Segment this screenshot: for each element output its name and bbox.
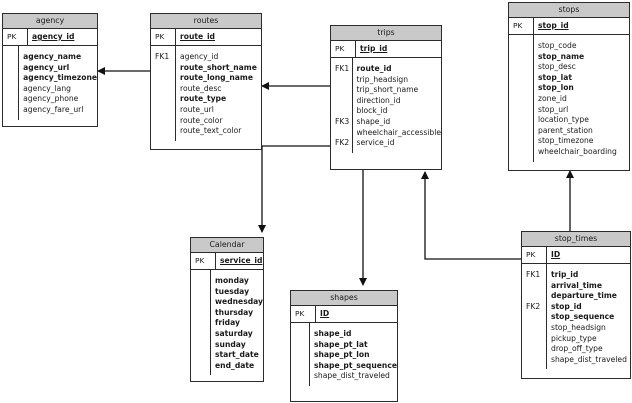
routes-table: routes PK route_id FK1 agency_id route_s… — [150, 13, 262, 150]
stop-times-table: stop_times PK ID FK1 FK2 trip_id arrival… — [521, 231, 631, 379]
primary-key: ID — [546, 247, 630, 263]
field: shape_dist_traveled — [313, 371, 390, 381]
pk-label: PK — [295, 309, 305, 318]
pk-label: PK — [335, 44, 345, 53]
field: trip_short_name — [356, 85, 419, 95]
field: shape_pt_sequence — [313, 360, 397, 370]
field: saturday — [215, 328, 253, 338]
table-title: routes — [151, 14, 261, 29]
table-title: shapes — [291, 291, 397, 306]
field: tuesday — [215, 286, 250, 296]
field: stop_code — [538, 41, 577, 50]
primary-key: ID — [315, 306, 397, 322]
pk-label: PK — [7, 32, 17, 41]
fk-label: FK1 — [155, 52, 170, 61]
fk-label: FK2 — [335, 138, 350, 148]
pk-label: PK — [513, 21, 523, 30]
field: block_id — [356, 106, 388, 116]
primary-key: service_id — [215, 253, 263, 269]
field: trip_headsign — [356, 74, 409, 84]
calendar-table: Calendar PK service_id monday tuesday we… — [190, 237, 264, 382]
table-title: stops — [509, 3, 629, 18]
stops-table: stops PK stop_id stop_code stop_name sto… — [508, 2, 630, 171]
field: agency_id — [180, 52, 219, 61]
field: agency_lang — [23, 83, 71, 93]
field: route_long_name — [180, 73, 253, 83]
field: stop_lat — [538, 72, 572, 82]
primary-key: route_id — [175, 29, 261, 45]
field: trip_id — [551, 270, 579, 279]
field: stop_headsign — [551, 322, 606, 332]
field: wheelchair_boarding — [538, 146, 617, 156]
field: route_url — [180, 104, 214, 114]
field: stop_id — [551, 301, 582, 311]
field: end_date — [215, 360, 255, 370]
trips-table: trips PK trip_id FK1 FK3 FK2 route_id tr… — [330, 25, 442, 170]
field: thursday — [215, 307, 254, 317]
field: parent_station — [538, 125, 593, 135]
table-title: agency — [3, 14, 97, 29]
field: monday — [215, 276, 249, 285]
fk-label: FK3 — [335, 116, 350, 126]
field: agency_phone — [23, 94, 79, 104]
table-title: Calendar — [191, 238, 263, 253]
field: agency_fare_url — [23, 104, 84, 114]
field: friday — [215, 318, 240, 328]
pk-label: PK — [195, 256, 205, 265]
field: wheelchair_accessible — [356, 127, 441, 137]
primary-key: trip_id — [355, 41, 441, 57]
field: agency_name — [23, 52, 82, 61]
field: route_text_color — [180, 126, 242, 136]
field: zone_id — [538, 93, 567, 103]
field: shape_pt_lat — [313, 339, 368, 349]
trips-calendar-link — [258, 145, 330, 233]
field: stop_desc — [538, 62, 576, 72]
field: sunday — [215, 339, 246, 349]
field: route_type — [180, 94, 227, 104]
field: route_short_name — [180, 62, 257, 72]
field: route_id — [356, 64, 392, 73]
field: stop_name — [538, 51, 585, 61]
field: route_color — [180, 115, 223, 125]
field: shape_pt_lon — [313, 350, 370, 360]
field: location_type — [538, 115, 589, 125]
field: drop_off_type — [551, 344, 603, 354]
field: agency_url — [23, 62, 70, 72]
field: stop_timezone — [538, 136, 594, 146]
field: direction_id — [356, 95, 401, 105]
stoptimes-trips-link — [421, 171, 521, 260]
fk-label: FK1 — [526, 270, 541, 279]
fk-label: FK1 — [335, 64, 350, 73]
field: agency_timezone — [23, 73, 97, 83]
primary-key: agency_id — [27, 29, 97, 45]
table-title: stop_times — [522, 232, 630, 247]
field: wednesday — [215, 297, 263, 307]
field: shape_id — [313, 329, 352, 338]
fk-label: FK2 — [526, 301, 541, 311]
agency-table: agency PK agency_id agency_name agency_u… — [2, 13, 98, 127]
field: start_date — [215, 350, 259, 360]
primary-key: stop_id — [533, 18, 629, 34]
field: shape_id — [356, 116, 391, 126]
pk-label: PK — [155, 32, 165, 41]
table-title: trips — [331, 26, 441, 41]
field: stop_url — [538, 104, 569, 114]
field: arrival_time — [551, 280, 602, 290]
field: departure_time — [551, 291, 617, 301]
field: stop_sequence — [551, 312, 615, 322]
shapes-table: shapes PK ID shape_id shape_pt_lat shape… — [290, 290, 398, 402]
field: stop_lon — [538, 83, 574, 93]
pk-label: PK — [526, 250, 536, 259]
field: route_desc — [180, 83, 222, 93]
field: service_id — [356, 138, 395, 148]
field: pickup_type — [551, 333, 597, 343]
field: shape_dist_traveled — [551, 354, 627, 364]
